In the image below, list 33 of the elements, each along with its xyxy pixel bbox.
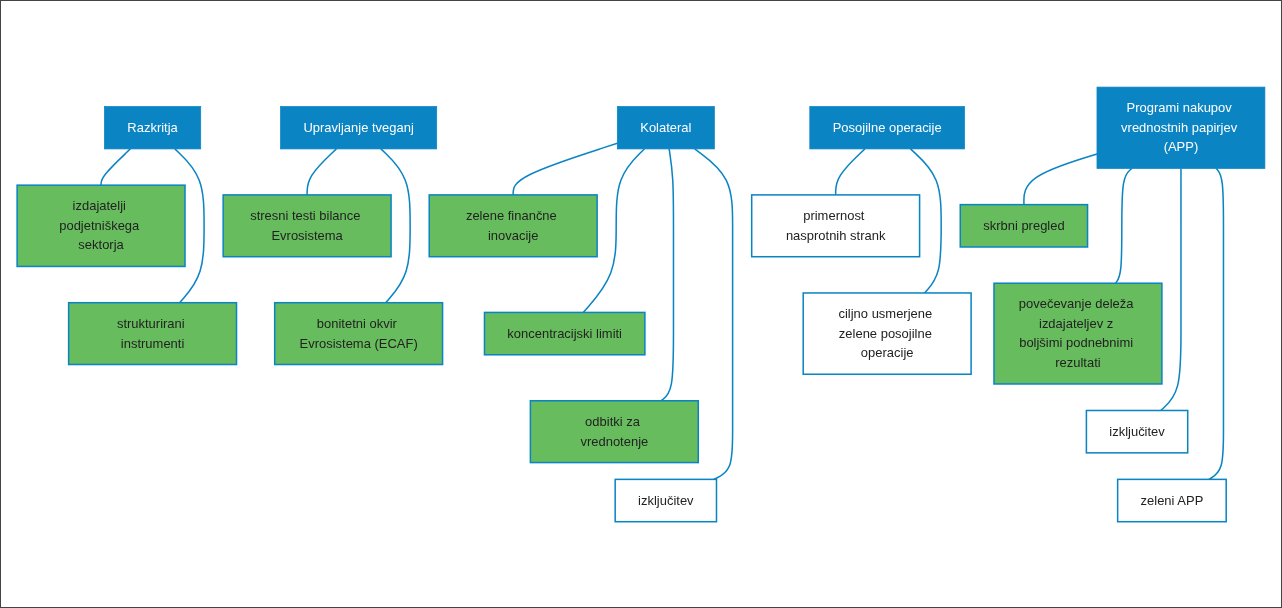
node-box: odbitki za vrednotenje bbox=[529, 399, 700, 463]
connector bbox=[380, 147, 411, 304]
node-box: strukturirani instrumenti bbox=[67, 301, 238, 365]
node-box: Programi nakupov vrednostnih papirjev (APP) bbox=[1096, 86, 1266, 169]
connector bbox=[909, 147, 942, 294]
node-box: Posojilne operacije bbox=[809, 105, 965, 149]
node-box: stresni testi bilance Evrosistema bbox=[222, 193, 392, 258]
node-box: izključitev bbox=[614, 478, 718, 523]
connector bbox=[1023, 152, 1098, 205]
connector bbox=[100, 147, 132, 186]
connector bbox=[174, 147, 205, 304]
node-box: izdajatelji podjetniškega sektorja bbox=[16, 184, 186, 267]
node-box: Kolateral bbox=[616, 105, 715, 149]
connector bbox=[660, 147, 675, 402]
node-box: primernost nasprotnih strank bbox=[750, 193, 921, 258]
node-box: zeleni APP bbox=[1116, 478, 1227, 523]
connector bbox=[582, 147, 646, 313]
node-box: koncentracijski limiti bbox=[483, 311, 646, 356]
node-box: Razkritja bbox=[104, 105, 202, 149]
node-box: Upravljanje tveganj bbox=[280, 105, 438, 149]
node-box: bonitetni okvir Evrosistema (ECAF) bbox=[273, 301, 444, 365]
connector bbox=[1159, 167, 1182, 411]
connector bbox=[1208, 167, 1225, 480]
connector bbox=[834, 147, 866, 196]
connector bbox=[1114, 167, 1133, 284]
node-box: ciljno usmerjene zelene posojilne operacije bbox=[802, 291, 972, 375]
connector bbox=[693, 147, 734, 480]
node-box: zelene finančne inovacije bbox=[428, 193, 598, 258]
node-box: izključitev bbox=[1085, 409, 1189, 454]
node-box: povečevanje deleža izdajateljev z boljšimi podnebnimi rezultati bbox=[993, 282, 1163, 385]
connector bbox=[306, 147, 338, 196]
node-box: skrbni pregled bbox=[959, 203, 1089, 248]
connector bbox=[512, 142, 619, 196]
